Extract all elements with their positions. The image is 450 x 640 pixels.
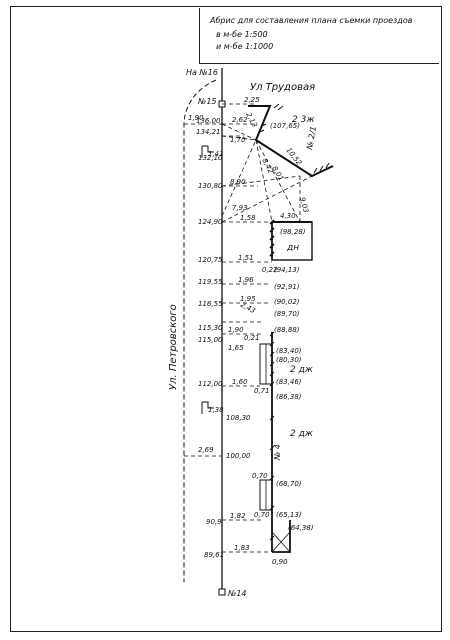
coord-label: (94,13) — [274, 266, 300, 274]
legend-title: Абрис для составления плана съемки проез… — [210, 16, 413, 25]
chainage-label: 108,30 — [226, 414, 251, 422]
street-label-trudovaya: Ул Трудовая — [250, 82, 315, 93]
coord-label: (98,28) — [280, 228, 306, 236]
left-offset-label: 1,38 — [208, 406, 224, 414]
chainage-label: 90,9 — [206, 518, 222, 526]
offset-lines — [184, 103, 272, 553]
chainage-label: 119,55 — [198, 278, 223, 286]
coord-label: (88,88) — [274, 326, 300, 334]
legend-scale-1: в м-бе 1:500 — [216, 30, 268, 39]
chainage-label: 112,00 — [198, 380, 223, 388]
chainage-labels: 136,00 134,21 132,10 130,80 124,90 120,7… — [196, 117, 251, 559]
building-number: № 2/1 — [305, 125, 318, 151]
legend-box: Абрис для составления плана съемки проез… — [199, 8, 439, 64]
legend-scale-2: и м-бе 1:1000 — [216, 42, 274, 51]
right-offset-label: 2,25 — [244, 96, 260, 104]
street-label-petrovskogo: Ул. Петровского — [168, 304, 179, 390]
chainage-label: 120,75 — [198, 256, 223, 264]
coord-label: (107,65) — [270, 122, 300, 130]
chainage-label: 136,00 — [196, 117, 221, 125]
building-outline-top — [248, 105, 334, 178]
building-label: дн — [286, 243, 299, 253]
chainage-label: 134,21 — [196, 128, 221, 136]
small-value-label: 0,22 — [262, 266, 278, 274]
left-offset-label: 1,41 — [208, 150, 224, 158]
right-offset-label: 1,83 — [234, 544, 250, 552]
station-label-ref: На №16 — [186, 68, 218, 77]
right-offset-label: 1,60 — [232, 378, 248, 386]
building-labels: 2 3ж дн 2 дж 2 дж № 2/1 № 4 — [273, 115, 318, 461]
right-offset-label: 0,70 — [252, 472, 268, 480]
coord-labels: (107,65) (98,28) (94,13) (92,91) (90,02)… — [270, 122, 314, 532]
kerb-symbol-1 — [201, 145, 214, 158]
building-number: № 4 — [273, 444, 282, 461]
coord-label: (65,13) — [276, 511, 302, 519]
coord-label: (83,40) — [276, 347, 302, 355]
station-label-top: №15 — [197, 97, 217, 106]
building-label: 2 3ж — [292, 115, 315, 125]
right-offset-label: 7,93 — [232, 204, 248, 212]
station-marker-bottom — [218, 588, 226, 596]
small-value-label: 4,30 — [280, 212, 296, 220]
chainage-label: 130,80 — [198, 182, 223, 190]
chainage-label: 116,55 — [198, 300, 223, 308]
small-value-label: 0,21 — [244, 334, 260, 342]
coord-label: (86,38) — [276, 393, 302, 401]
right-offset-label: 1,95 — [240, 295, 256, 303]
right-offset-label: 1,70 — [230, 136, 246, 144]
building-dn-hatch — [269, 219, 275, 260]
right-offset-label: 8,90 — [230, 178, 246, 186]
building-long — [271, 332, 291, 553]
coord-label: (68,70) — [276, 480, 302, 488]
left-offset-label: 2,69 — [198, 446, 214, 454]
small-value-label: 0,70 — [254, 511, 270, 519]
small-value-labels: 4,30 0,22 0,21 0,71 0,70 0,90 — [244, 212, 296, 566]
coord-label: (64,38) — [288, 524, 314, 532]
coord-label: (90,02) — [274, 298, 300, 306]
small-value-label: 0,90 — [272, 558, 288, 566]
right-offset-label: 1,90 — [228, 326, 244, 334]
right-offset-labels: 2,25 2,62 1,70 8,90 7,93 1,58 1,51 1,96 … — [228, 96, 268, 552]
right-offset-label: 1,58 — [240, 214, 256, 222]
chainage-label: 115,30 — [198, 324, 223, 332]
kerb-symbol-2 — [201, 401, 214, 414]
building-label: 2 дж — [290, 365, 314, 375]
chainage-label: 89,61 — [204, 551, 224, 559]
chainage-label: 132,10 — [198, 154, 223, 162]
left-offset-label: 1,90 — [188, 114, 204, 122]
building-hatch-top — [259, 103, 330, 174]
slant-dim-label: 9,03 — [298, 196, 310, 213]
right-offset-label: 1,51 — [238, 254, 254, 262]
building-label: 2 дж — [290, 429, 314, 439]
right-offset-label: 1,82 — [230, 512, 246, 520]
coord-label: (80,30) — [276, 356, 302, 364]
coord-label: (89,70) — [274, 310, 300, 318]
chainage-label: 124,90 — [198, 218, 223, 226]
left-offset-labels: 1,90 1,41 1,38 2,69 — [188, 114, 224, 454]
corner-cross — [271, 531, 291, 553]
chainage-label: 100,00 — [226, 452, 251, 460]
small-value-label: 0,71 — [254, 387, 270, 395]
right-offset-label: 1,65 — [228, 344, 244, 352]
coord-label: (83,46) — [276, 378, 302, 386]
chainage-label: 115,00 — [198, 336, 223, 344]
right-offset-label: 1,96 — [238, 276, 254, 284]
station-label-bottom: №14 — [227, 589, 247, 598]
measurement-rays — [221, 123, 313, 223]
right-offset-label: 2,62 — [232, 116, 248, 124]
drawing-frame — [10, 6, 442, 632]
coord-label: (92,91) — [274, 283, 300, 291]
